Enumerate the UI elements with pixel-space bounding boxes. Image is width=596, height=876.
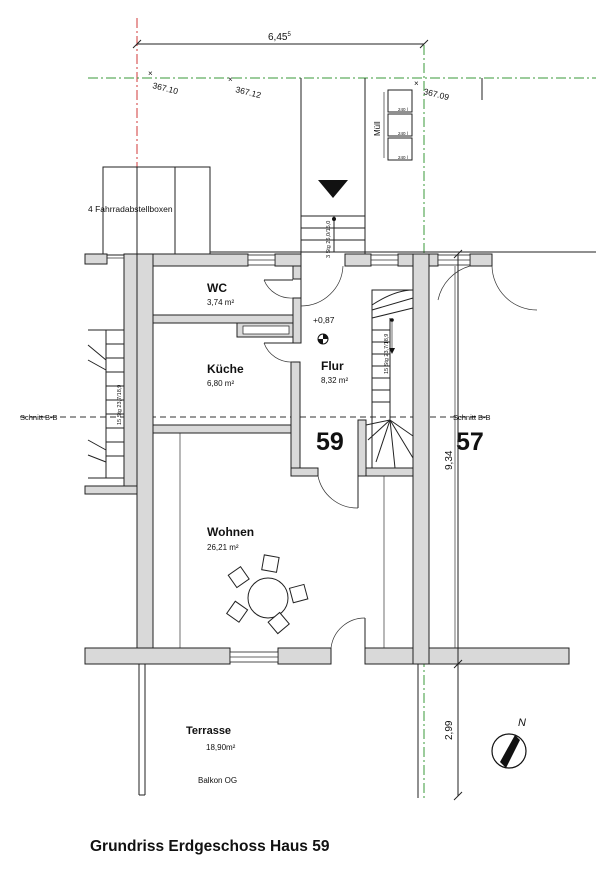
neighbor-door-2	[437, 265, 471, 301]
room-name-wohnen: Wohnen	[207, 525, 254, 539]
chair	[227, 565, 250, 589]
room-name-flur: Flur	[321, 359, 344, 373]
chair	[288, 583, 309, 604]
level-value-3: 367.09	[423, 86, 451, 102]
entry-steps-label: 3 Stg 26,0/15,0	[326, 221, 332, 258]
terrace	[138, 664, 419, 798]
north-arrow-icon	[500, 735, 520, 768]
entry-steps: 3 Stg 26,0/15,0	[300, 215, 366, 258]
level-marker-3: ×	[414, 79, 419, 88]
section-label-left: Schnitt B-B	[20, 413, 58, 422]
level-value-2: 367.12	[235, 84, 263, 100]
room-name-terrasse: Terrasse	[186, 725, 231, 737]
bin-label-2: 240 l	[398, 131, 408, 136]
room-area-wc: 3,74 m²	[207, 298, 234, 307]
waste-bins: 240 l 240 l 240 l Müll	[373, 89, 413, 161]
stair-left-label: 15 Stg 23,7/18,9	[117, 385, 123, 425]
dimension-right: 9,34 2,99	[444, 249, 463, 801]
level-marker-2: ×	[228, 75, 233, 84]
room-area-terrasse: 18,90m²	[206, 743, 236, 752]
room-name-wc: WC	[207, 281, 227, 295]
front-yard: 240 l 240 l 240 l Müll 3 Stg 26,0/15,0	[210, 78, 596, 258]
bike-boxes: 4 Fahrradabstellboxen	[88, 166, 211, 256]
room-labels: WC 3,74 m² Küche 6,80 m² Flur 8,32 m² Wo…	[186, 281, 348, 785]
living-room-lines	[179, 266, 456, 648]
chair	[225, 600, 249, 623]
floor-level-value: +0,87	[313, 315, 335, 325]
section-label-right: Schnitt B-B	[453, 413, 491, 422]
north-label: N	[518, 717, 526, 729]
survey-levels: × 367.10 × 367.12 × 367.09	[148, 69, 450, 102]
level-value-1: 367.10	[152, 80, 180, 96]
chair	[267, 611, 290, 635]
room-area-wohnen: 26,21 m²	[207, 543, 239, 552]
staircase-left: 15 Stg 23,7/18,9	[87, 329, 125, 479]
neighbor-door	[491, 265, 538, 311]
level-marker-1: ×	[148, 69, 153, 78]
staircase-59: 15 Stg 23,7/18,9	[365, 289, 414, 469]
room-name-kueche: Küche	[207, 362, 244, 376]
floor-level: +0,87	[313, 315, 335, 345]
bin-label-3: 240 l	[398, 155, 408, 160]
windows	[107, 254, 471, 663]
house-number-57: 57	[456, 428, 484, 456]
north-arrow: N	[491, 717, 527, 769]
doors	[263, 265, 538, 649]
dimension-height-terrace: 2,99	[444, 720, 455, 740]
bike-boxes-label: 4 Fahrradabstellboxen	[88, 204, 173, 214]
dimension-height-house: 9,34	[444, 450, 455, 470]
stair-59-label: 15 Stg 23,7/18,9	[384, 334, 390, 374]
dimension-top: 6,455	[132, 32, 429, 49]
bin-label-1: 240 l	[398, 107, 408, 112]
house-number-59: 59	[316, 428, 344, 456]
balcony-label: Balkon OG	[198, 776, 237, 785]
entrance-arrow-icon	[318, 180, 348, 198]
dimension-top-label: 6,455	[268, 32, 291, 43]
dining-table	[225, 554, 309, 635]
waste-label: Müll	[373, 121, 382, 136]
plan-title: Grundriss Erdgeschoss Haus 59	[90, 838, 330, 855]
section-markers: Schnitt B-B Schnitt B-B	[20, 413, 491, 422]
room-area-flur: 8,32 m²	[321, 376, 348, 385]
table-round	[247, 577, 289, 619]
chair	[261, 554, 280, 573]
house-numbers: 59 57	[316, 428, 484, 456]
room-area-kueche: 6,80 m²	[207, 379, 234, 388]
